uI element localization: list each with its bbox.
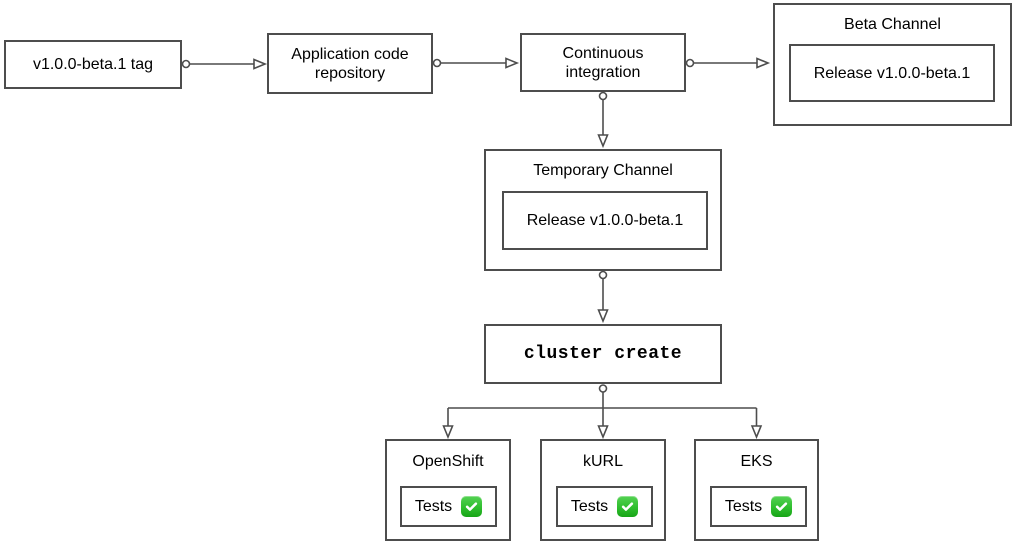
temporary-channel-release-label: Release v1.0.0-beta.1 — [526, 212, 684, 229]
node-beta-channel: Beta Channel Release v1.0.0-beta.1 — [773, 3, 1012, 126]
edge-repo-to-ci — [432, 57, 520, 69]
openshift-tests-box: Tests — [400, 486, 497, 527]
continuous-integration-label: Continuous integration — [562, 44, 644, 81]
node-app-code-repository: Application code repository — [267, 33, 433, 94]
temporary-channel-title: Temporary Channel — [533, 162, 673, 179]
node-eks: EKS Tests — [694, 439, 819, 541]
temporary-channel-release-box: Release v1.0.0-beta.1 — [502, 191, 708, 250]
openshift-title: OpenShift — [412, 453, 484, 470]
check-mark-icon — [617, 496, 639, 517]
tests-label: Tests — [724, 498, 763, 515]
node-cluster-create: cluster create — [484, 324, 722, 384]
eks-tests-box: Tests — [710, 486, 807, 527]
app-code-repository-label: Application code repository — [291, 45, 409, 82]
node-kurl: kURL Tests — [540, 439, 666, 541]
node-openshift: OpenShift Tests — [385, 439, 511, 541]
version-tag-label: v1.0.0-beta.1 tag — [32, 56, 154, 73]
cluster-create-label: cluster create — [523, 343, 683, 364]
kurl-tests-box: Tests — [556, 486, 653, 527]
beta-channel-release-label: Release v1.0.0-beta.1 — [813, 64, 971, 82]
beta-channel-title: Beta Channel — [844, 16, 941, 33]
edge-tag-to-repo — [181, 58, 268, 70]
check-mark-icon — [461, 496, 483, 517]
node-continuous-integration: Continuous integration — [520, 33, 686, 92]
tests-label: Tests — [414, 498, 453, 515]
node-temporary-channel: Temporary Channel Release v1.0.0-beta.1 — [484, 149, 722, 271]
node-version-tag: v1.0.0-beta.1 tag — [4, 40, 182, 89]
eks-title: EKS — [740, 453, 773, 470]
edge-temp-channel-to-cluster-create — [597, 270, 609, 324]
edge-ci-to-beta-channel — [685, 57, 771, 69]
kurl-title: kURL — [582, 453, 623, 470]
edge-cluster-create-branches — [442, 384, 763, 440]
beta-channel-release-box: Release v1.0.0-beta.1 — [789, 44, 995, 102]
tests-label: Tests — [570, 498, 609, 515]
check-mark-icon — [771, 496, 793, 517]
edge-ci-to-temp-channel — [597, 91, 609, 149]
